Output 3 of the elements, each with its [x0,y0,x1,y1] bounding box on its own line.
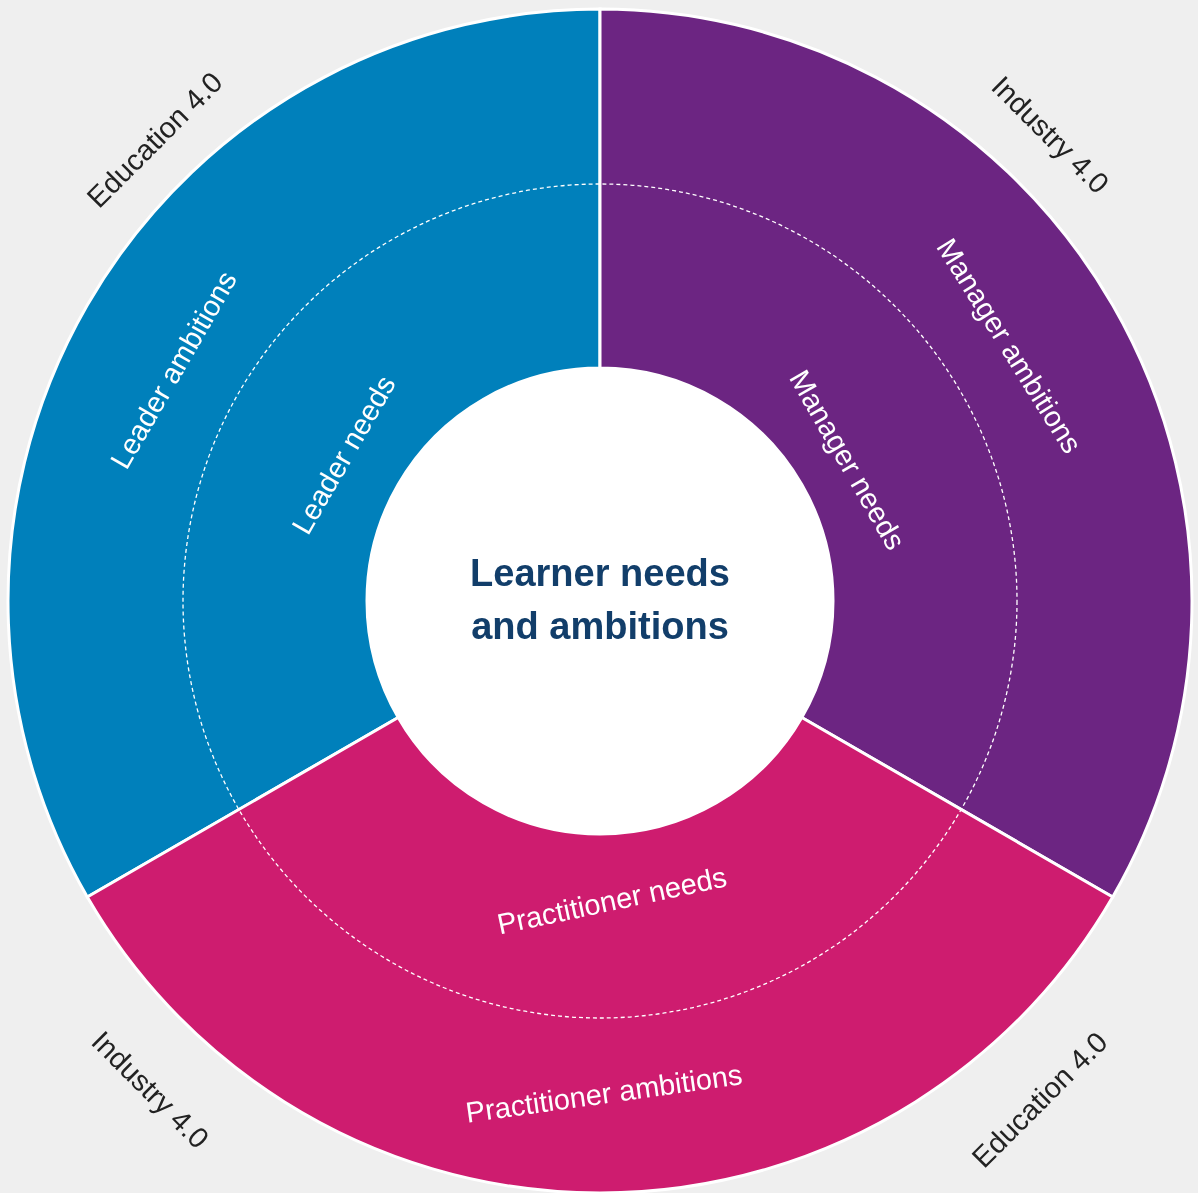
center-label: Learner needs and ambitions [469,551,731,650]
sector-label: Practitioner ambitions [463,1058,745,1130]
sector-label: Practitioner needs [494,860,730,942]
